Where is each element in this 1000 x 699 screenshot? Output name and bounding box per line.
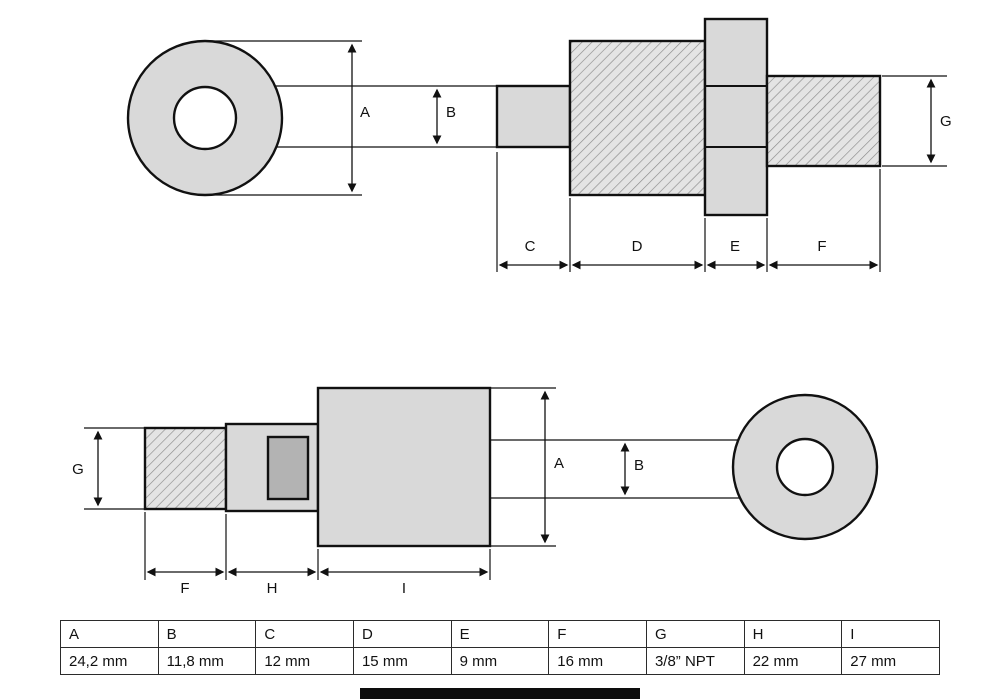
table-value-cell: 27 mm [841, 647, 940, 675]
dim-label-a: A [360, 104, 370, 121]
dim-label-f2: F [180, 580, 189, 597]
table-value-cell: 3/8” NPT [645, 647, 745, 675]
table-header-cell: C [255, 620, 354, 648]
table-value-row: 24,2 mm 11,8 mm 12 mm 15 mm 9 mm 16 mm 3… [60, 647, 940, 675]
dim-label-a2: A [554, 455, 564, 472]
hex-nut [703, 17, 769, 217]
dim-label-h: H [267, 580, 278, 597]
dim-label-g: G [940, 113, 952, 130]
table-header-cell: I [841, 620, 940, 648]
table-value-cell: 16 mm [548, 647, 647, 675]
dim-label-f: F [817, 238, 826, 255]
table-header-cell: H [743, 620, 843, 648]
projection-lines-2 [490, 387, 770, 547]
table-value-cell: 9 mm [450, 647, 550, 675]
projection-lines [205, 40, 497, 196]
table-header-cell: E [450, 620, 550, 648]
table-header-cell: F [548, 620, 647, 648]
table-header-row: A B C D E F G H I [60, 620, 940, 648]
dim-label-b: B [446, 104, 456, 121]
table-header-cell: G [645, 620, 745, 648]
table-header-cell: D [352, 620, 452, 648]
dim-label-d: D [632, 238, 643, 255]
table-value-cell: 24,2 mm [60, 647, 159, 675]
table-value-cell: 15 mm [352, 647, 452, 675]
dimension-table: A B C D E F G H I 24,2 mm 11,8 mm 12 mm … [60, 620, 940, 675]
footer-bar [360, 688, 640, 699]
dim-g2-extension-lines [84, 427, 147, 510]
technical-drawing: A B G C D E [72, 17, 952, 597]
dim-chain-extension-lines-2 [144, 512, 491, 580]
dim-chain-extension-lines [496, 152, 881, 272]
dim-label-b2: B [634, 457, 644, 474]
port-opening [266, 435, 310, 501]
table-header-cell: B [157, 620, 257, 648]
dim-label-i: I [402, 580, 406, 597]
dim-g-extension-lines [882, 75, 947, 167]
dim-label-e: E [730, 238, 740, 255]
dim-label-g2: G [72, 461, 84, 478]
table-value-cell: 12 mm [255, 647, 354, 675]
clevis-eye-hole-circle [172, 85, 238, 151]
body-section-hatched [568, 39, 707, 197]
rod-section [495, 84, 572, 149]
threaded-end-hatched [765, 74, 882, 168]
cylinder-body-block [316, 386, 492, 548]
side-view: A B G C D E [126, 17, 952, 272]
table-header-cell: A [60, 620, 159, 648]
threaded-end-hatched-2 [143, 426, 228, 511]
table-value-cell: 22 mm [743, 647, 843, 675]
dim-label-c: C [525, 238, 536, 255]
clevis-eye-hole-circle-2 [775, 437, 835, 497]
table-value-cell: 11,8 mm [157, 647, 257, 675]
top-view: G A B F H I [72, 386, 879, 597]
